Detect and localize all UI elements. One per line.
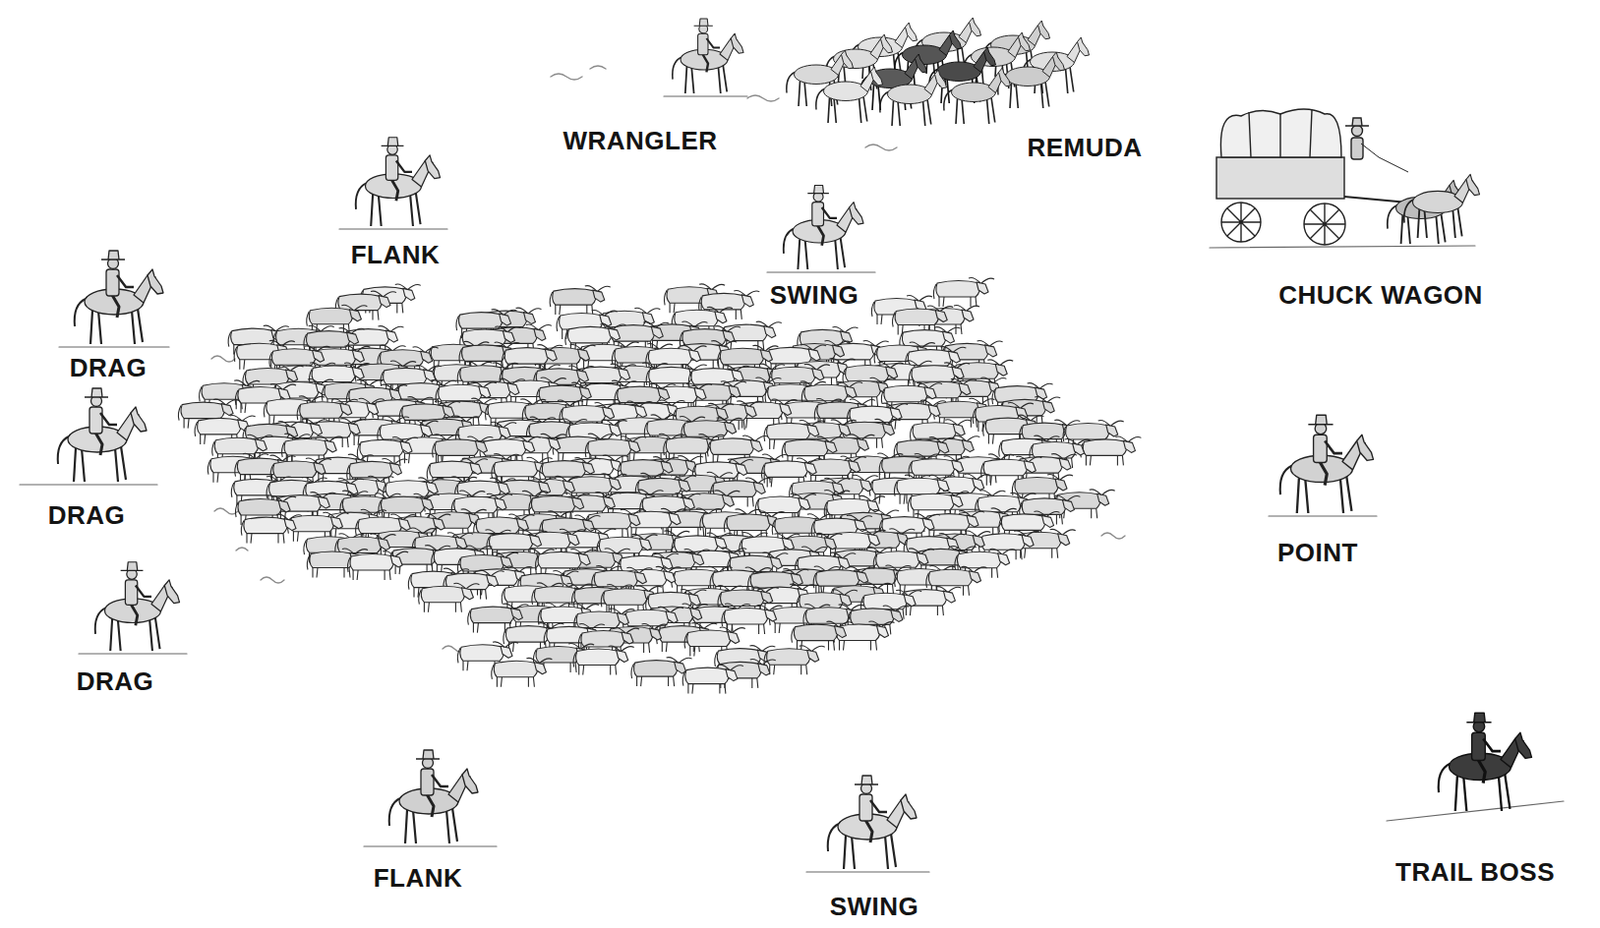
cattle-herd (177, 278, 1141, 695)
ground-strokes (19, 96, 1564, 873)
ground-stroke (19, 483, 158, 485)
swing-rider (783, 185, 864, 271)
cow-figure (549, 286, 611, 315)
flank-rider (389, 750, 478, 844)
dust-stroke (747, 95, 779, 102)
position-label: DRAG (69, 354, 148, 383)
position-label: SWING (770, 281, 860, 310)
dust-stroke (865, 144, 897, 151)
cow-figure (933, 278, 995, 307)
swing-rider (828, 775, 917, 870)
cow-figure (573, 646, 635, 675)
wagon-wheels (1221, 202, 1346, 245)
chuck-wagon (1216, 109, 1409, 245)
dust-strokes (201, 65, 1126, 652)
dust-stroke (260, 577, 285, 584)
cow-figure (418, 583, 480, 612)
dust-stroke (550, 73, 583, 80)
dust-stroke (1101, 533, 1126, 539)
ground-stroke (1386, 801, 1564, 822)
ground-stroke (78, 652, 187, 654)
ground-stroke (339, 228, 448, 230)
cow-figure (721, 605, 783, 635)
ground-stroke (1209, 245, 1476, 248)
dust-stroke (590, 65, 606, 69)
position-label: WRANGLER (562, 126, 717, 156)
ground-stroke (663, 95, 748, 97)
flank-rider (355, 137, 441, 227)
wrangler-rider (672, 18, 744, 94)
remuda-horse (816, 66, 884, 123)
dust-stroke (211, 355, 236, 362)
position-label: FLANK (351, 240, 441, 270)
team-mule (1404, 174, 1481, 238)
cow-figure (347, 551, 409, 581)
wagon-ribs (1248, 110, 1312, 158)
position-label: POINT (1277, 538, 1359, 568)
position-label: FLANK (373, 864, 464, 893)
wagon-driver (1345, 118, 1409, 173)
ground-stroke (806, 871, 930, 873)
cow-figure (1080, 436, 1142, 466)
drag-rider (74, 250, 164, 345)
ground-stroke (59, 346, 170, 348)
cow-figure (240, 514, 302, 543)
wagon-box (1216, 157, 1345, 199)
position-label: CHUCK WAGON (1278, 281, 1483, 310)
remuda-horse (944, 67, 1011, 124)
position-label: DRAG (48, 501, 126, 531)
dust-stroke (214, 508, 238, 515)
drag-rider (95, 562, 180, 652)
point-rider (1280, 414, 1374, 514)
cow-figure (682, 664, 744, 694)
riders (58, 18, 1533, 870)
remuda-herd (786, 17, 1090, 126)
ground-stroke (363, 845, 497, 847)
wagon-tongue (1344, 196, 1409, 203)
position-label: TRAIL BOSS (1395, 858, 1555, 888)
drag-rider (58, 388, 147, 482)
trail-boss-rider (1438, 712, 1533, 812)
ground-stroke (1268, 515, 1377, 517)
wagon-cover (1220, 109, 1342, 158)
position-label: REMUDA (1026, 133, 1142, 163)
cow-figure (491, 657, 553, 687)
ground-stroke (767, 271, 876, 273)
position-label: SWING (829, 892, 920, 922)
dust-stroke (236, 547, 248, 551)
position-label: DRAG (76, 667, 155, 697)
remuda-horse (880, 69, 948, 126)
